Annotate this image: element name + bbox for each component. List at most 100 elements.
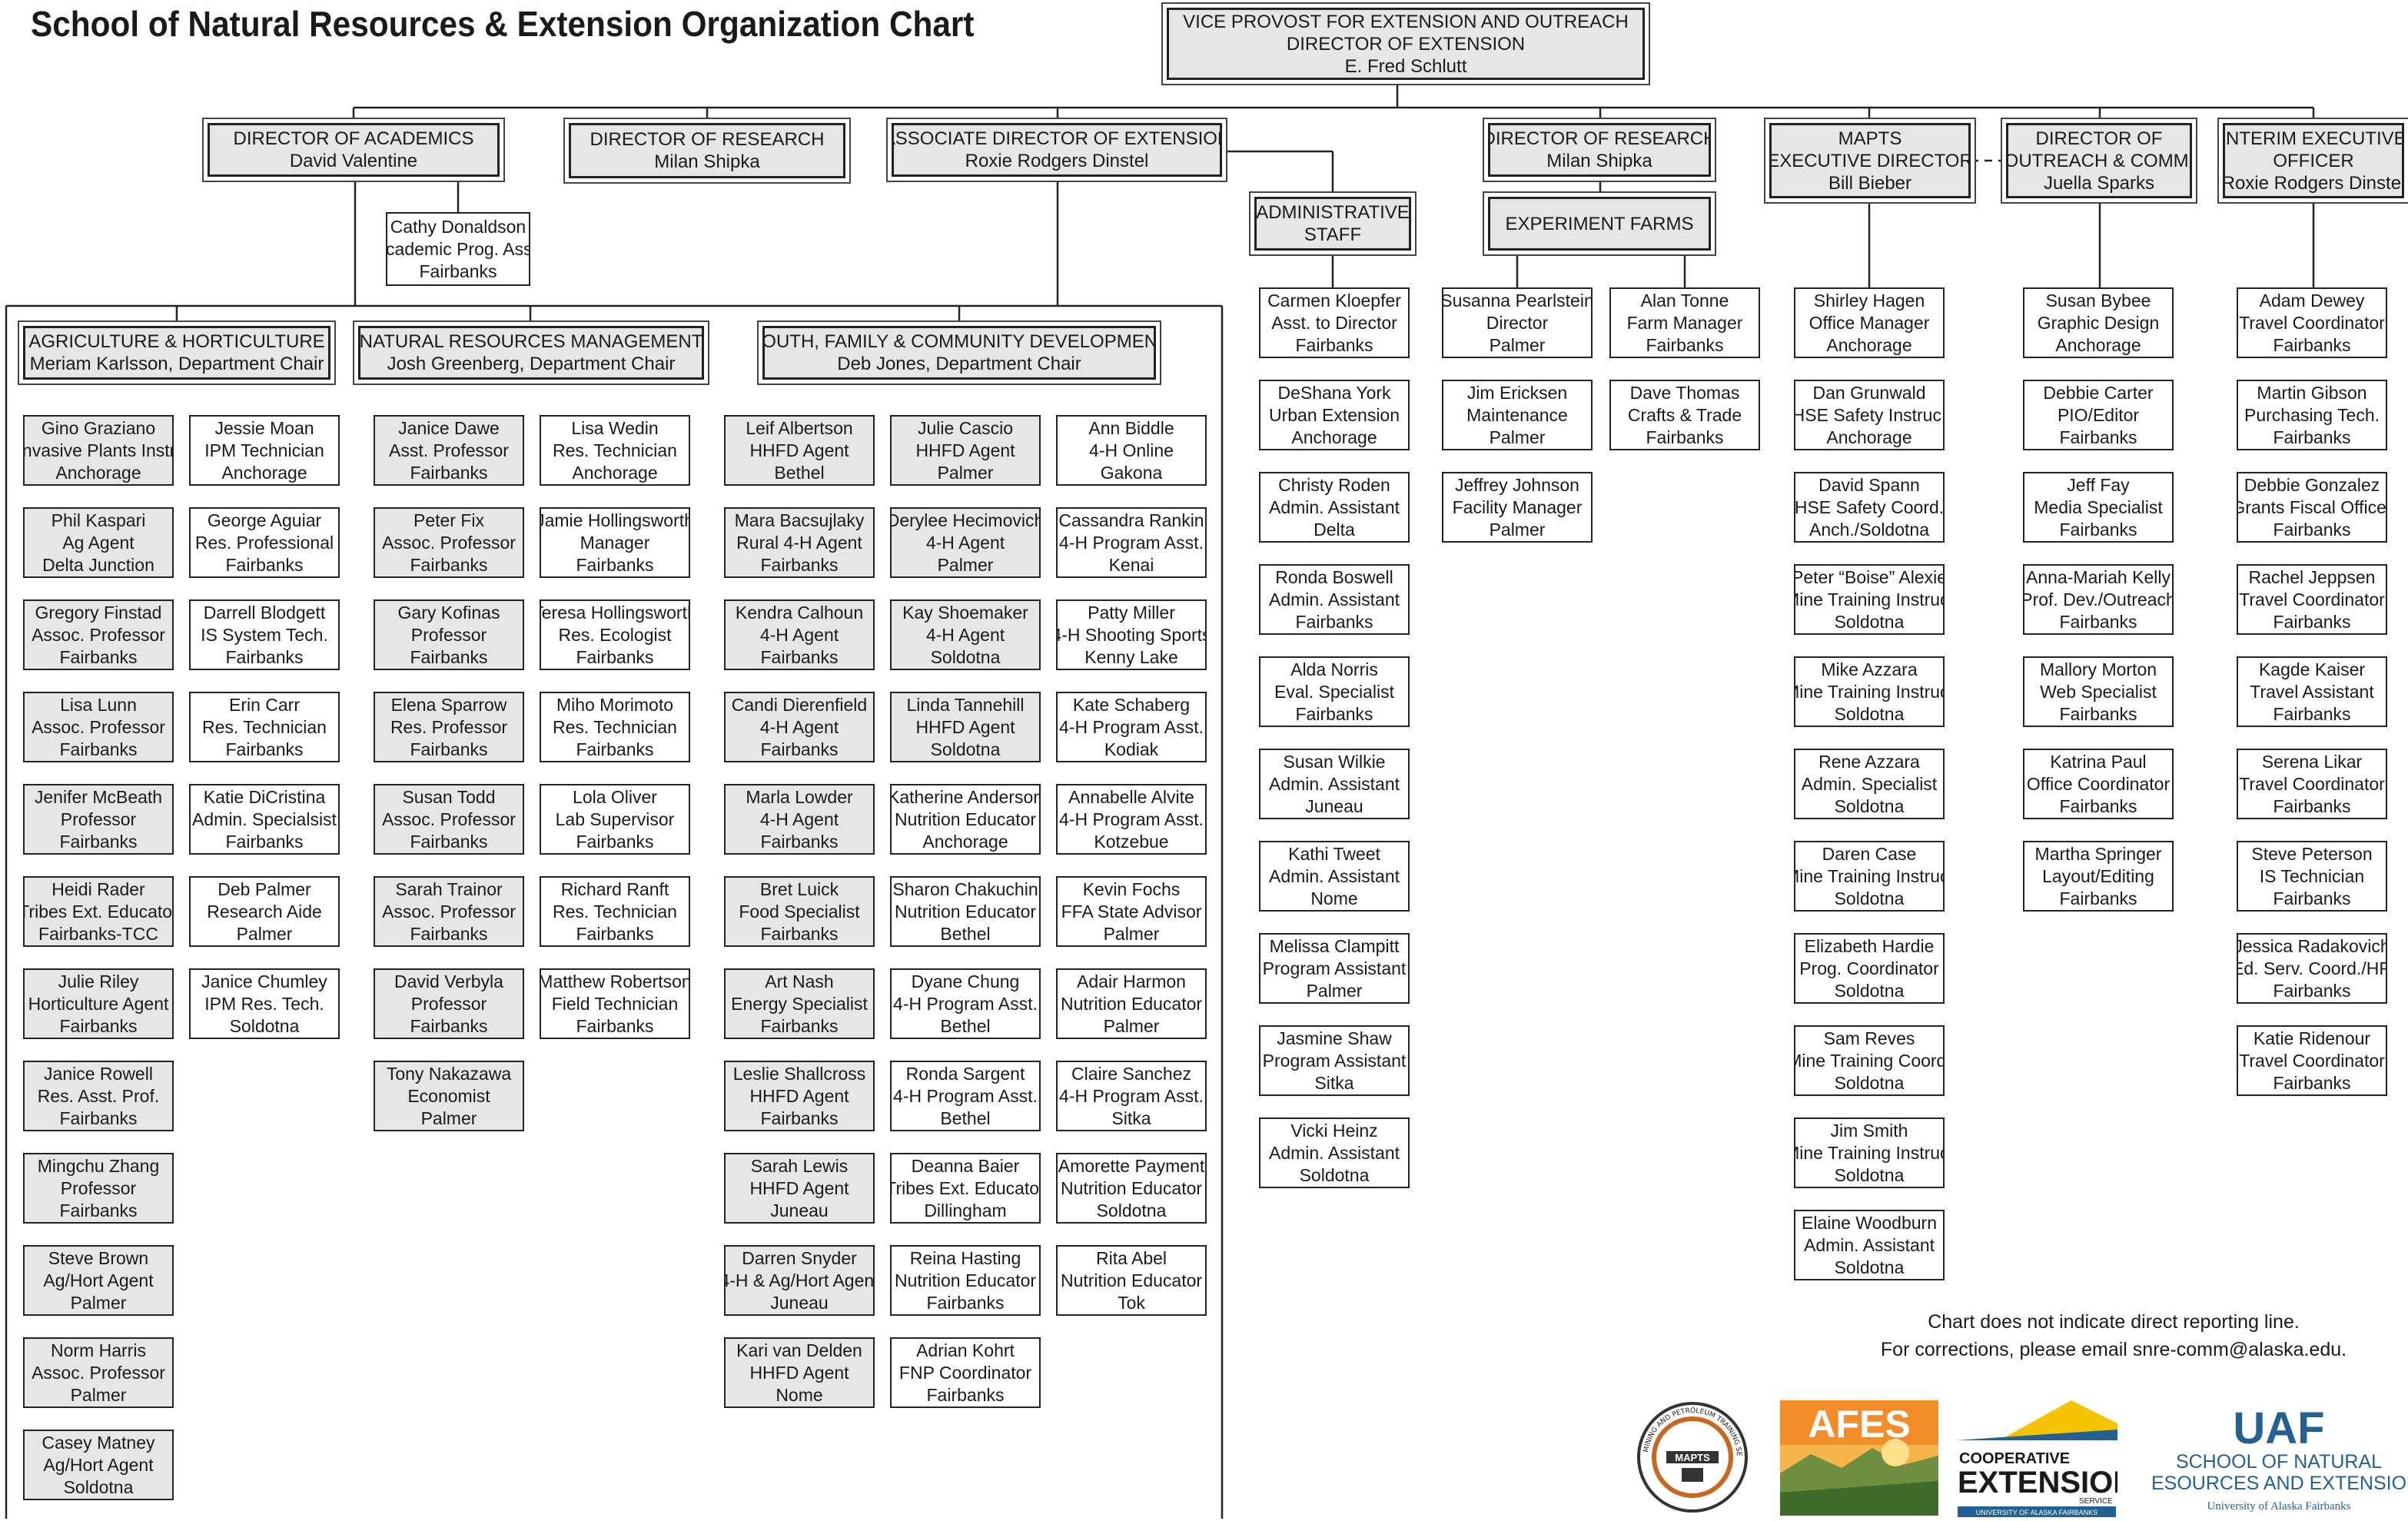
staff-box-mapts-8-line-1: Elizabeth Hardie [1804,935,1935,956]
staff-box-nrm1-8-line-1: Tony Nakazawa [386,1063,512,1084]
staff-box-outreach-7-line-3: Fairbanks [2059,888,2137,908]
staff-box-interim-2-line-1: Martin Gibson [2257,382,2367,403]
staff-box-y2-10-line-3: Fairbanks [926,1292,1005,1313]
staff-box-y3-10-line-1: Rita Abel [1095,1247,1167,1268]
director-box-academics-line-2: David Valentine [289,151,418,171]
staff-box-interim-7-line-3: Fairbanks [2273,888,2351,908]
staff-box-outreach-4-line-1: Anna-Mariah Kelly [2026,566,2171,587]
staff-box-y2-5-line-1: Katherine Anderson [890,786,1041,807]
staff-box-y1-10-line-3: Juneau [770,1292,829,1313]
staff-box-y2-11-line-3: Fairbanks [926,1384,1005,1405]
staff-box-ag2-3-line-3: Fairbanks [225,646,304,667]
staff-box-admin-5-line-2: Eval. Specialist [1274,681,1394,702]
staff-box-ag1-6-line-1: Heidi Rader [51,878,145,899]
staff-box-outreach-2-line-1: Debbie Carter [2043,382,2154,403]
staff-box-ag1-7-line-1: Julie Riley [58,971,139,991]
department-box-nrm-line-2: Josh Greenberg, Department Chair [387,354,676,374]
staff-box-mapts-2-line-2: HSE Safety Instruc. [1794,404,1945,425]
staff-box-ag2-7-line-3: Soldotna [229,1015,300,1036]
staff-box-farm1-2-line-2: Maintenance [1466,404,1568,425]
staff-box-ag2-3-line-2: IS System Tech. [201,624,328,645]
staff-box-admin-7-line-1: Kathi Tweet [1288,843,1380,864]
staff-box-y2-8-line-3: Bethel [940,1108,991,1128]
staff-box-y2-10-line-1: Reina Hasting [909,1247,1021,1268]
staff-box-ag1-2-line-3: Delta Junction [42,554,154,575]
staff-box-interim-1-line-3: Fairbanks [2273,334,2351,355]
staff-box-nrm2-2-line-2: Manager [580,532,650,553]
staff-box-y1-4-line-2: 4-H Agent [759,716,839,737]
staff-box-nrm1-4-line-2: Res. Professor [390,716,508,737]
staff-box-y1-2-line-1: Mara Bacsujlaky [734,510,865,530]
staff-box-ag2-7-line-2: IPM Res. Tech. [204,993,324,1014]
staff-box-y2-5-line-3: Anchorage [922,831,1008,852]
staff-box-mapts-1-line-3: Anchorage [1826,334,1912,355]
director-box-outreach-line-3: Juella Sparks [2043,172,2155,194]
staff-box-y3-8-line-2: 4-H Program Asst. [1059,1085,1204,1106]
staff-box-farm1-1-line-2: Director [1486,312,1549,333]
director-box-assoc-line-1: ASSOCIATE DIRECTOR OF EXTENSION [892,128,1222,149]
staff-box-nrm1-3-line-2: Professor [410,624,487,645]
staff-box-nrm1-7-line-3: Fairbanks [410,1015,488,1036]
afes-logo-text: AFES [1808,1403,1910,1446]
staff-box-ag2-6-line-3: Palmer [236,923,293,944]
staff-box-y2-3-line-2: 4-H Agent [925,624,1005,645]
director-box-interim-line-2: OFFICER [2273,150,2354,171]
staff-box-ag1-9-line-2: Professor [60,1177,137,1198]
staff-box-nrm1-1-line-1: Janice Dawe [398,417,500,438]
staff-box-ag2-1-line-1: Jessie Moan [214,417,314,438]
staff-box-mapts-7: Daren CaseMine Training Instruc.Soldotna [1794,841,1945,912]
director-box-mapts-line-2: EXECUTIVE DIRECTOR [1769,150,1971,171]
staff-box-outreach-7-line-1: Martha Springer [2034,843,2162,864]
staff-box-y2-3-line-3: Soldotna [930,646,1001,667]
staff-box-y1-8-line-3: Fairbanks [760,1108,839,1128]
staff-box-interim-7-line-1: Steve Peterson [2251,843,2373,864]
academic-assistant-box-line-3: Fairbanks [419,261,497,281]
staff-box-nrm2-2-line-3: Fairbanks [576,554,654,575]
staff-box-ag1-8-line-2: Res. Asst. Prof. [37,1085,160,1106]
staff-box-farm1-3-line-1: Jeffrey Johnson [1455,474,1579,495]
staff-box-mapts-6-line-2: Admin. Specialist [1801,773,1938,794]
staff-box-y3-10-line-3: Tok [1118,1292,1145,1313]
staff-box-nrm2-4-line-3: Fairbanks [576,739,654,759]
staff-box-nrm2-4-line-1: Miho Morimoto [556,694,674,715]
director-box-research2-line-2: Milan Shipka [1546,151,1652,171]
staff-box-ag1-2-line-2: Ag Agent [62,532,135,553]
staff-box-outreach-1-line-1: Susan Bybee [2045,290,2151,311]
staff-box-y3-8-line-3: Sitka [1111,1108,1151,1128]
staff-box-mapts-4-line-1: Peter “Boise” Alexie [1794,566,1945,587]
staff-box-admin-1-line-1: Carmen Kloepfer [1267,290,1401,311]
staff-box-ag1-10-line-3: Palmer [70,1292,127,1313]
staff-box-y3-7-line-3: Palmer [1103,1015,1160,1036]
